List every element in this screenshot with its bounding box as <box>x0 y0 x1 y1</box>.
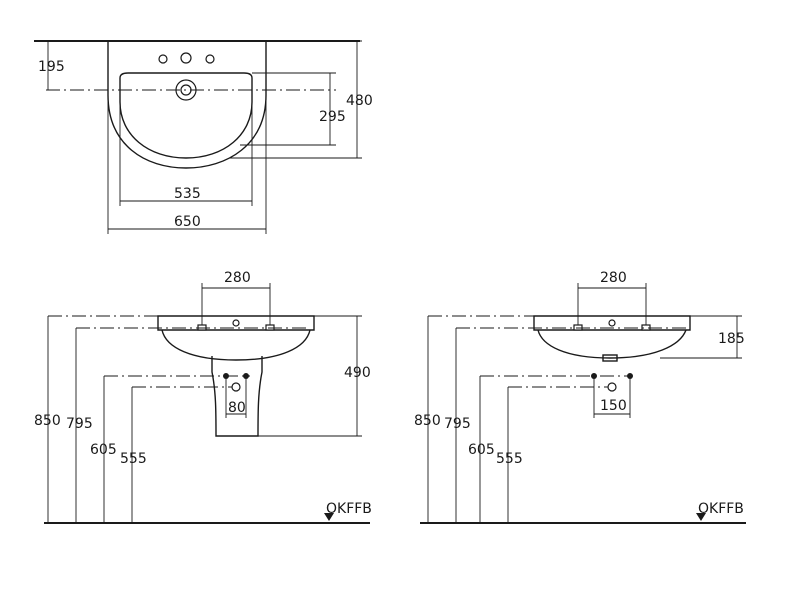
basin-outline <box>107 41 267 169</box>
dim-480-label: 480 <box>346 93 373 109</box>
pedestal-tap-center-icon <box>232 319 240 327</box>
floor-marker-icon <box>324 513 334 521</box>
dim-280-label: 280 <box>224 270 251 286</box>
bowl-outline <box>119 72 253 159</box>
pedestal-basin-top <box>157 315 315 331</box>
pedestal-tap-left-icon <box>197 324 207 331</box>
tap-hole-right-icon <box>205 54 215 64</box>
wall-dim-850-label: 850 <box>414 413 441 429</box>
wall-tap-left-icon <box>573 324 583 331</box>
dim-295-label: 295 <box>319 109 346 125</box>
pedestal-view: 280 490 850 795 605 555 80 OKFFB <box>34 270 372 524</box>
wall-dim-605-label: 605 <box>468 442 495 458</box>
dim-80-label: 80 <box>228 400 246 416</box>
dim-650-label: 650 <box>174 214 201 230</box>
floor-label: OKFFB <box>326 501 372 517</box>
wall-basin-bowl <box>537 329 687 359</box>
wall-basin-top <box>533 315 691 331</box>
waste-connection-icon <box>231 382 241 392</box>
wall-dim-795-label: 795 <box>444 416 471 432</box>
wall-tap-center-icon <box>608 319 616 327</box>
dim-490-label: 490 <box>344 365 371 381</box>
wall-dim-555-label: 555 <box>496 451 523 467</box>
dim-850-label: 850 <box>34 413 61 429</box>
wall-dim-280-label: 280 <box>600 270 627 286</box>
wall-tap-right-icon <box>641 324 651 331</box>
dim-795-label: 795 <box>66 416 93 432</box>
dim-535-label: 535 <box>174 186 201 202</box>
wall-floor-label: OKFFB <box>698 501 744 517</box>
dim-555-label: 555 <box>120 451 147 467</box>
wall-dim-150-label: 150 <box>600 398 627 414</box>
wall-view: 280 185 850 795 605 555 150 OKFFB <box>414 270 746 524</box>
dim-605-label: 605 <box>90 442 117 458</box>
pedestal-column <box>211 356 263 437</box>
pedestal-basin-bowl <box>161 329 311 361</box>
wall-waste-connection-icon <box>607 382 617 392</box>
wall-floor-marker-icon <box>696 513 706 521</box>
wall-dim-185-label: 185 <box>718 331 745 347</box>
tap-hole-center-icon <box>180 52 192 64</box>
wall-drain-stub <box>602 354 618 362</box>
tap-hole-left-icon <box>158 54 168 64</box>
top-view: 195 480 295 535 650 <box>34 40 373 234</box>
dim-195-label: 195 <box>38 59 65 75</box>
pedestal-tap-right-icon <box>265 324 275 331</box>
